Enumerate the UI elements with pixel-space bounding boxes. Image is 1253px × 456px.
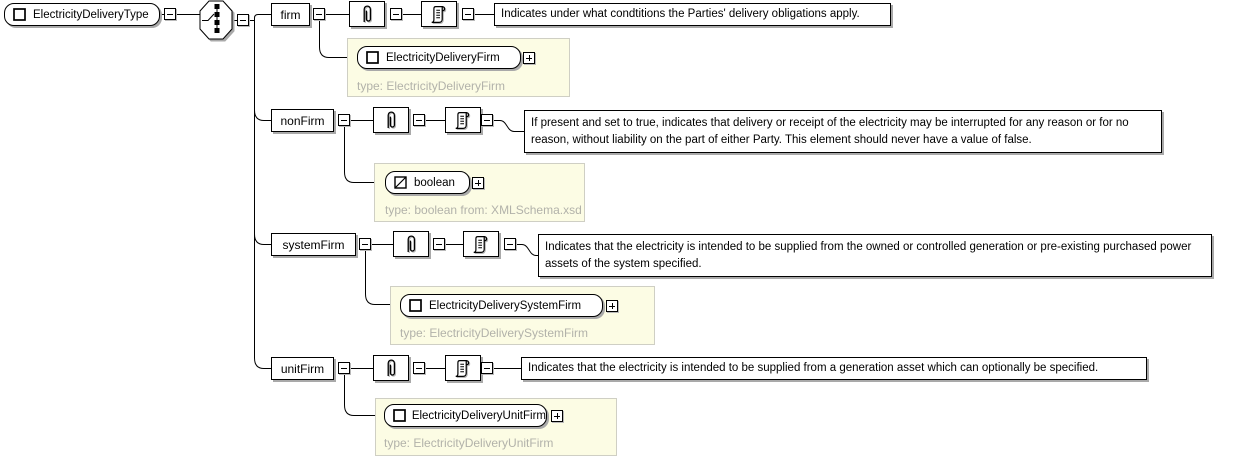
documentation-box: If present and set to true, indicates th… xyxy=(524,110,1162,153)
documentation-box: Indicates that the electricity is intend… xyxy=(521,357,1147,380)
sequence-compositor[interactable] xyxy=(198,0,234,40)
type-label: ElectricityDeliveryUnitFirm xyxy=(411,409,546,422)
complex-type-icon xyxy=(366,51,379,64)
documentation-text: If present and set to true, indicates th… xyxy=(531,116,1129,146)
type-caption: type: ElectricityDeliveryUnitFirm xyxy=(384,436,554,450)
sequence-icon xyxy=(202,4,220,33)
collapse-toggle[interactable] xyxy=(338,362,350,374)
documentation-box: Indicates that the electricity is intend… xyxy=(538,234,1212,277)
collapse-toggle[interactable] xyxy=(433,238,445,250)
element-node-firm[interactable]: firm xyxy=(271,3,310,26)
scroll-icon xyxy=(455,111,470,129)
root-type-label: ElectricityDeliveryType xyxy=(33,8,149,21)
attributes-node[interactable] xyxy=(393,231,429,257)
documentation-text: Indicates that the electricity is intend… xyxy=(545,240,1192,270)
scroll-icon xyxy=(431,5,446,23)
root-type-node[interactable]: ElectricityDeliveryType xyxy=(4,3,160,26)
type-node-boolean[interactable]: boolean xyxy=(385,171,470,194)
paperclip-icon xyxy=(387,111,396,128)
complex-type-icon xyxy=(13,8,26,21)
expand-toggle[interactable] xyxy=(523,52,535,64)
scroll-icon xyxy=(455,359,470,377)
complex-type-icon xyxy=(393,409,406,422)
element-node-unitfirm[interactable]: unitFirm xyxy=(271,357,334,380)
collapse-toggle[interactable] xyxy=(164,8,176,20)
collapse-toggle[interactable] xyxy=(481,362,493,374)
documentation-box: Indicates under what condtitions the Par… xyxy=(494,3,891,26)
collapse-toggle[interactable] xyxy=(481,114,493,126)
collapse-toggle[interactable] xyxy=(237,14,249,26)
element-label: systemFirm xyxy=(282,237,345,252)
element-label: nonFirm xyxy=(280,113,325,128)
type-label: ElectricityDeliverySystemFirm xyxy=(429,299,582,312)
expand-toggle[interactable] xyxy=(606,300,618,312)
type-caption: type: ElectricityDeliverySystemFirm xyxy=(400,326,589,340)
annotation-node[interactable] xyxy=(421,1,457,27)
element-node-nonfirm[interactable]: nonFirm xyxy=(271,109,334,132)
expand-toggle[interactable] xyxy=(472,177,484,189)
collapse-toggle[interactable] xyxy=(462,8,474,20)
annotation-node[interactable] xyxy=(463,231,499,257)
element-node-systemfirm[interactable]: systemFirm xyxy=(271,233,356,256)
annotation-node[interactable] xyxy=(445,355,481,381)
type-label: boolean xyxy=(414,176,455,189)
annotation-node[interactable] xyxy=(445,107,481,133)
simple-type-icon xyxy=(394,176,407,189)
documentation-text: Indicates under what condtitions the Par… xyxy=(501,8,860,20)
attributes-node[interactable] xyxy=(349,1,385,27)
type-node-electricitydeliveryunitfirm[interactable]: ElectricityDeliveryUnitFirm xyxy=(384,404,547,427)
documentation-text: Indicates that the electricity is intend… xyxy=(528,362,1099,374)
paperclip-icon xyxy=(387,359,396,376)
type-caption: type: ElectricityDeliveryFirm xyxy=(357,79,506,93)
attributes-node[interactable] xyxy=(373,355,409,381)
scroll-icon xyxy=(473,235,488,253)
collapse-toggle[interactable] xyxy=(413,114,425,126)
element-label: firm xyxy=(280,7,301,22)
collapse-toggle[interactable] xyxy=(504,238,516,250)
collapse-toggle[interactable] xyxy=(313,8,325,20)
element-label: unitFirm xyxy=(280,361,325,376)
collapse-toggle[interactable] xyxy=(390,8,402,20)
collapse-toggle[interactable] xyxy=(359,238,371,250)
attributes-node[interactable] xyxy=(373,107,409,133)
paperclip-icon xyxy=(407,235,416,252)
type-node-electricitydeliverysystemfirm[interactable]: ElectricityDeliverySystemFirm xyxy=(400,294,603,317)
paperclip-icon xyxy=(363,5,372,22)
expand-toggle[interactable] xyxy=(551,410,563,422)
type-caption: type: boolean from: XMLSchema.xsd xyxy=(385,203,582,217)
collapse-toggle[interactable] xyxy=(338,114,350,126)
complex-type-icon xyxy=(409,299,422,312)
type-label: ElectricityDeliveryFirm xyxy=(386,51,500,64)
type-node-electricitydeliveryfirm[interactable]: ElectricityDeliveryFirm xyxy=(357,46,521,69)
collapse-toggle[interactable] xyxy=(413,362,425,374)
